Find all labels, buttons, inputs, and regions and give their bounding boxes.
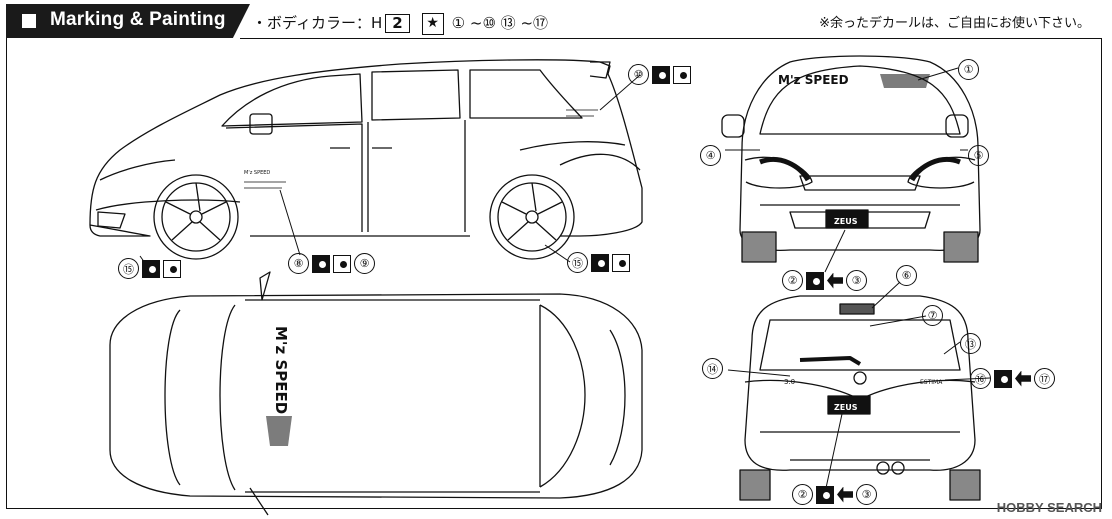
svg-text:ZEUS: ZEUS [834,217,858,226]
svg-text:M'z SPEED: M'z SPEED [778,73,849,87]
dot-icon [816,485,834,504]
dot-icon [994,369,1012,388]
label-decal-15-left: ⑮ [118,258,181,279]
top-decal: M'z SPEED [266,326,292,446]
dot-icon [142,259,160,278]
star-icon: ★ [421,12,444,35]
front-view-car [721,55,981,263]
dot-icon [312,254,330,273]
section-title: Marking & Painting [50,9,226,30]
label-decal-1: ① [958,59,979,80]
side-decals: M'z SPEED [244,109,598,189]
svg-text:ZEUS: ZEUS [834,403,858,412]
label-decal-5: ⑤ [968,145,989,166]
svg-text:3.0: 3.0 [784,378,795,386]
leftover-decal-note: ※余ったデカールは、ご自由にお使い下さい。 [819,16,1090,31]
label-decal-10: ⑩ [628,64,691,85]
section-header-bar [6,4,250,38]
side-wheels [153,174,575,260]
label-decal-2-3-rear: ② ③ [792,484,877,505]
dot-icon [333,254,351,273]
front-decal: M'z SPEED ZEUS [778,73,930,226]
dot-icon [163,259,181,278]
arrow-icon [827,272,843,289]
dot-icon [652,65,670,84]
top-view-car [109,271,643,516]
svg-text:M'z SPEED: M'z SPEED [244,170,270,176]
frame-top-line [240,38,1101,39]
side-view-car [89,59,643,237]
label-decal-15-right: ⑮ [567,252,630,273]
label-decal-14: ⑭ [702,358,723,379]
dot-icon [612,253,630,272]
dot-icon [591,253,609,272]
rear-view-car [739,295,981,501]
dot-icon [673,65,691,84]
header-square-icon [22,14,36,28]
color-number: 2 [385,14,410,33]
label-decal-6: ⑥ [896,265,917,286]
dot-icon [806,271,824,290]
label-decal-13: ⑬ [960,333,981,354]
label-decal-4: ④ [700,145,721,166]
label-decal-16-17: ⑯ ⑰ [970,368,1055,389]
instruction-frame [6,38,1102,509]
watermark-logo: HOBBY SEARCH [996,500,1102,515]
svg-text:ESTIMA: ESTIMA [920,379,943,386]
arrow-icon [837,486,853,503]
arrow-icon [1015,370,1031,387]
label-decal-7: ⑦ [922,305,943,326]
svg-text:M'z SPEED: M'z SPEED [272,326,290,414]
rear-decal: ESTIMA 3.0 ZEUS [784,378,943,412]
label-decal-8-9: ⑧ ⑨ [288,253,375,274]
label-decal-2-3-front: ② ③ [782,270,867,291]
body-color-label: ・ボディカラー：H [252,14,383,32]
decal-range: ① ~⑩ ⑬ ~⑰ [451,14,549,32]
